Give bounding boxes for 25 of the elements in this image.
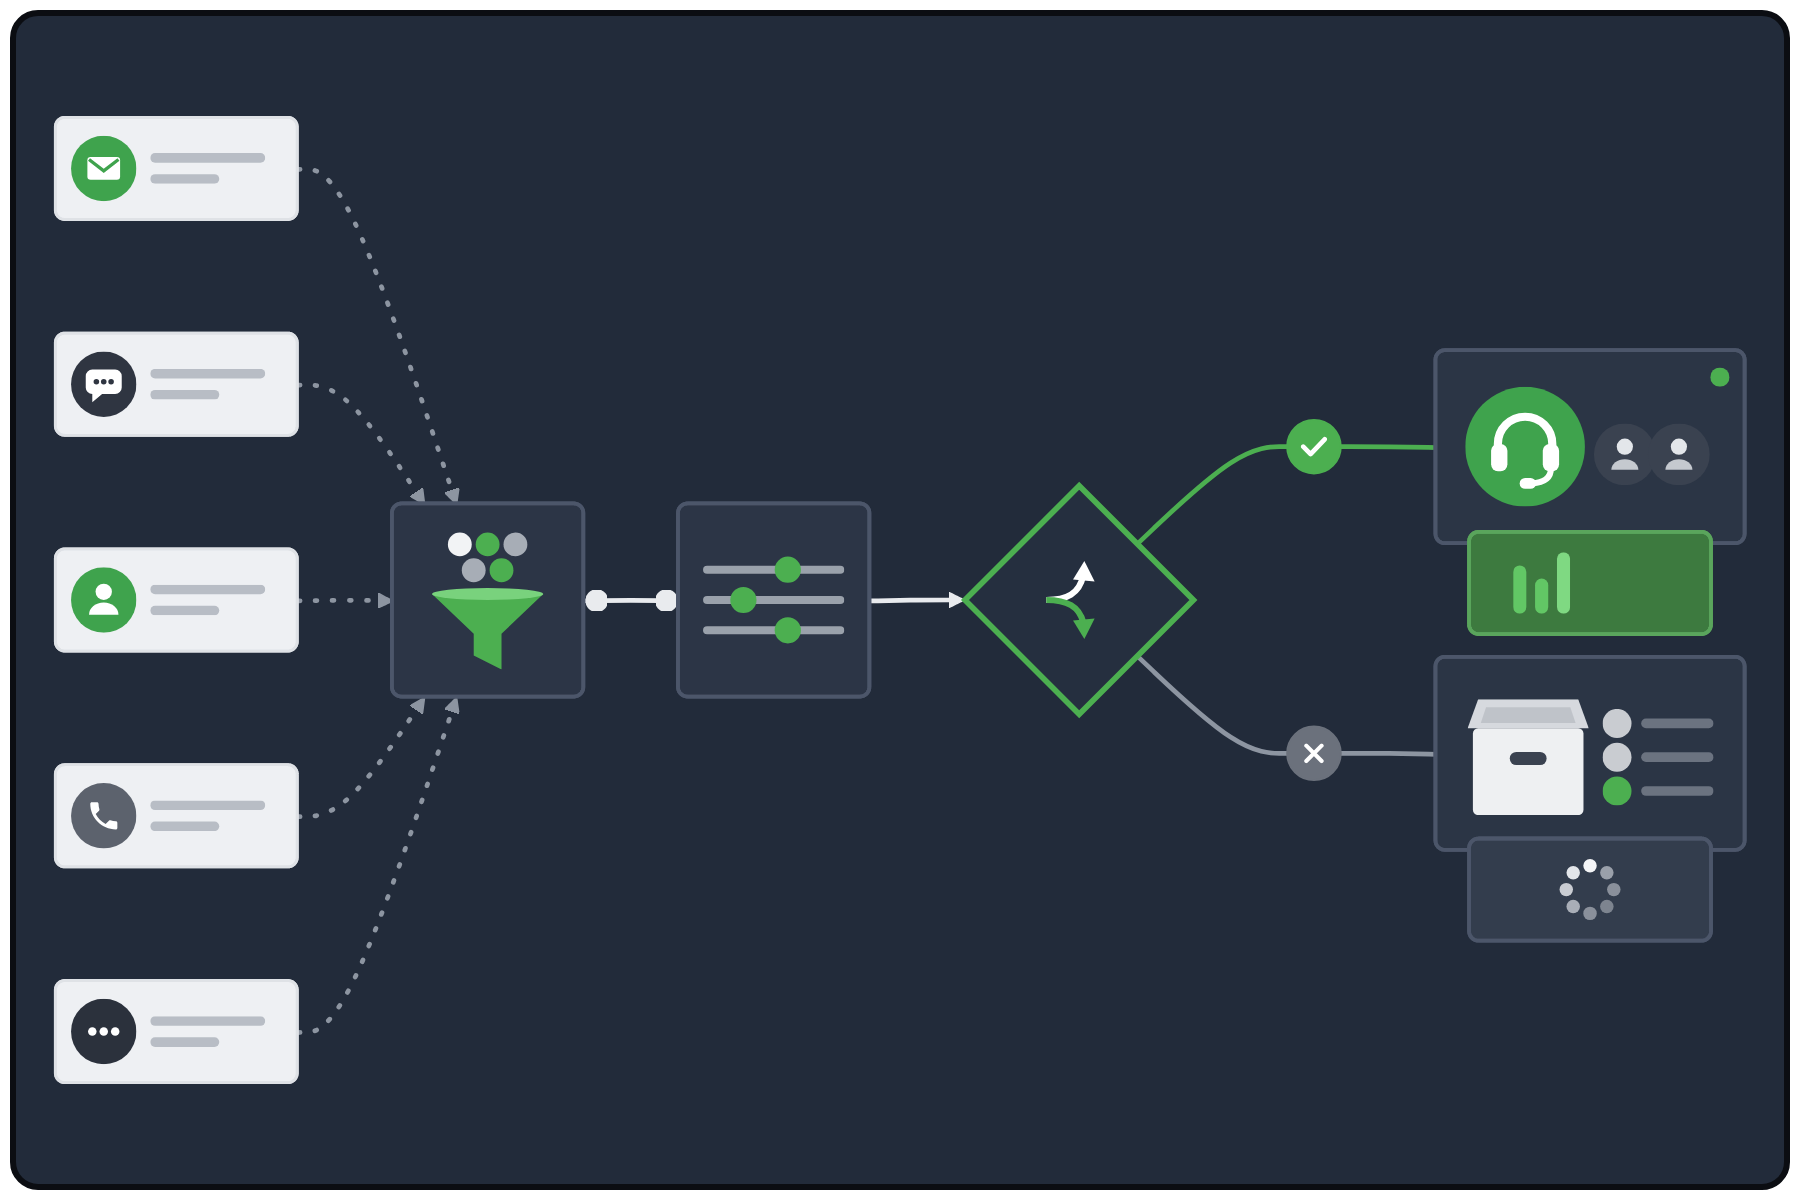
message-card: [53, 979, 299, 1085]
spinner-panel: [1467, 836, 1713, 943]
dotted-arrow: [295, 382, 426, 506]
status-circle: [1286, 418, 1342, 475]
dotted-arrow: [295, 166, 460, 506]
process-box: [390, 501, 586, 699]
chart-panel: [1467, 529, 1713, 636]
connector-line: [1135, 653, 1288, 756]
process-box: [676, 501, 872, 699]
connector-line: [1135, 444, 1288, 547]
message-card: [53, 115, 299, 221]
message-card: [53, 763, 299, 869]
message-card: [53, 547, 299, 653]
dotted-arrow: [295, 696, 460, 1035]
status-circle: [1286, 725, 1342, 782]
archive-panel: [1433, 654, 1747, 852]
dotted-arrow: [295, 592, 394, 609]
message-card: [53, 331, 299, 437]
decision-diamond: [960, 481, 1198, 719]
headset-panel: [1433, 348, 1747, 546]
arrow: [870, 591, 965, 609]
connector-line: [584, 589, 679, 613]
dotted-arrow: [295, 696, 426, 820]
connector-line: [1340, 750, 1437, 757]
connector-line: [1340, 444, 1437, 450]
